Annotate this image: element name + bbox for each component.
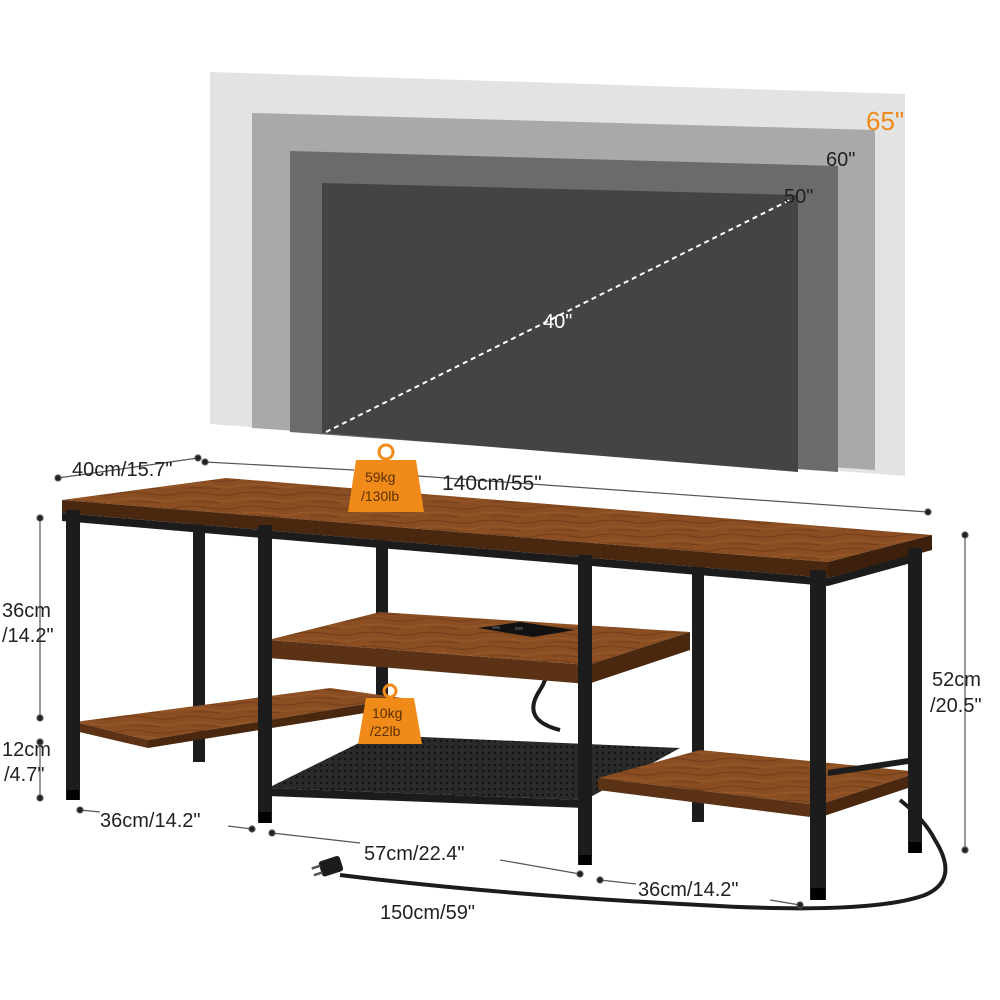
front-leg — [66, 510, 80, 800]
weight-icon — [377, 443, 395, 461]
top-panel-front — [62, 500, 828, 578]
middle-shelf-front — [268, 640, 588, 684]
front-leg — [810, 570, 826, 900]
front-leg — [258, 525, 272, 823]
lower-right-shelf-front — [598, 778, 818, 818]
dimension-labels: 40cm/15.7" 140cm/55" 36cm /14.2" 12cm /4… — [2, 459, 982, 924]
frame-bar — [828, 756, 922, 776]
front-leg — [578, 555, 592, 865]
total-height-label: 52cm — [932, 669, 981, 691]
lower-left-shelf — [75, 688, 402, 740]
weight-icon — [382, 683, 398, 699]
top-panel — [62, 478, 932, 562]
mesh-load-badge: 10kg /22lb — [358, 683, 422, 744]
top-load-badge: 59kg /130lb — [348, 443, 424, 512]
leg-foot — [67, 790, 79, 800]
depth-label: 40cm/15.7" — [72, 459, 173, 481]
total-height-label-imperial: /20.5" — [930, 695, 982, 717]
leg-foot — [909, 842, 921, 853]
frame-bar — [828, 552, 922, 586]
leg-foot — [579, 855, 591, 865]
tv-diagonal-line — [325, 199, 791, 433]
tv-40-silhouette — [322, 183, 798, 472]
left-section-label: 36cm/14.2" — [100, 810, 201, 832]
cable-length-label: 150cm/59" — [380, 902, 475, 924]
top-panel-side — [828, 535, 932, 578]
tv-65-label: 65" — [866, 106, 904, 136]
tv-size-guide: 65" 60" 50" 40" — [210, 72, 905, 476]
mesh-load-kg: 10kg — [372, 705, 402, 721]
back-leg — [193, 512, 205, 762]
tv-60-label: 60" — [826, 149, 855, 171]
leg-foot — [259, 812, 271, 823]
top-load-lb: /130lb — [361, 488, 399, 504]
tv-50-label: 50" — [784, 186, 813, 208]
middle-shelf-side — [588, 632, 690, 684]
front-leg — [908, 548, 922, 853]
upper-height-label-imperial: /14.2" — [2, 625, 54, 647]
frame-bar — [62, 513, 828, 586]
power-strip-icon — [478, 622, 575, 637]
tv-40-label: 40" — [543, 311, 572, 333]
power-plug-icon — [311, 855, 344, 877]
upper-height-label: 36cm — [2, 600, 51, 622]
lower-right-shelf-side — [818, 772, 920, 818]
middle-section-label: 57cm/22.4" — [364, 843, 465, 865]
leg-foot — [811, 888, 825, 900]
lower-height-label-imperial: /4.7" — [4, 764, 44, 786]
right-section-label: 36cm/14.2" — [638, 879, 739, 901]
width-label: 140cm/55" — [442, 472, 542, 495]
lower-right-shelf — [598, 750, 920, 805]
power-cable — [339, 798, 948, 911]
lower-left-shelf-edge — [75, 722, 148, 748]
tv-stand — [62, 478, 948, 911]
dimension-lines — [36, 454, 969, 909]
top-load-kg: 59kg — [365, 469, 395, 485]
lower-left-shelf-front — [148, 698, 402, 748]
mesh-load-lb: /22lb — [370, 723, 401, 739]
mesh-shelf-frame — [268, 788, 585, 808]
lower-height-label: 12cm — [2, 739, 51, 761]
mesh-shelf — [268, 735, 680, 800]
